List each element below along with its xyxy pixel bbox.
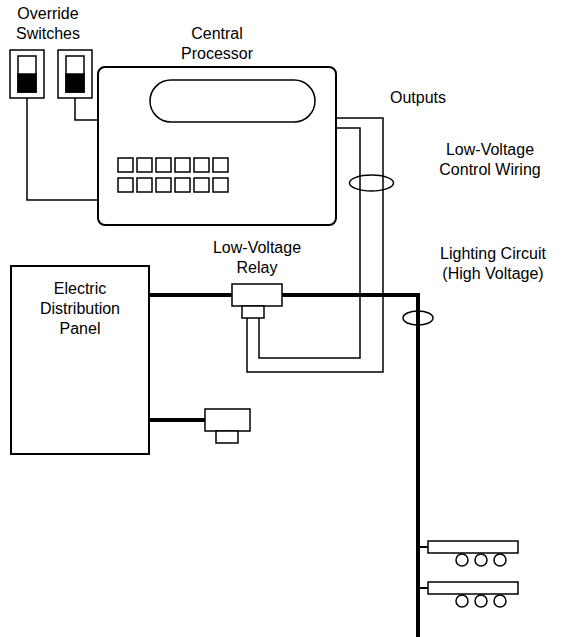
panel-label: Electric Distribution Panel: [30, 279, 130, 339]
callout-ellipse: [350, 175, 394, 191]
keypad-button: [118, 178, 133, 192]
processor-unit: Central Processor: [97, 24, 337, 226]
fixture-lamp: [494, 595, 506, 607]
fixture-lamp: [456, 595, 468, 607]
fixture-lamp: [494, 554, 506, 566]
processor-face: [118, 80, 315, 192]
callout-label: Lighting Circuit (High Voltage): [428, 244, 558, 284]
relay-body: [205, 409, 250, 431]
fixture-housing: [428, 541, 518, 553]
switch-toggle: [18, 56, 36, 92]
switch-lever: [66, 74, 84, 92]
signal-label: Outputs: [390, 88, 446, 108]
keypad-button: [194, 158, 209, 172]
keypad-button: [175, 158, 190, 172]
fixture-lamp: [475, 554, 487, 566]
keypad-button: [213, 158, 228, 172]
relay-body: [232, 284, 282, 306]
wire-path: [150, 293, 232, 297]
relay-coil: [242, 306, 264, 318]
keypad-button: [118, 158, 133, 172]
distribution-panel: Electric Distribution Panel: [10, 265, 150, 455]
fixture-tap: [418, 587, 428, 589]
relay-coil: [216, 431, 238, 443]
lighting-wiring: [150, 295, 428, 637]
lighting-circuit-line: [282, 295, 418, 637]
fixture-housing: [428, 582, 518, 594]
keypad-button: [137, 178, 152, 192]
fixture-lamp: [475, 595, 487, 607]
relays: [205, 284, 282, 443]
keypad-button: [137, 158, 152, 172]
callout-label: Low-Voltage Control Wiring: [425, 140, 555, 180]
light-fixtures: [428, 541, 518, 607]
fixture-lamp: [456, 554, 468, 566]
switch-wire: [27, 98, 97, 200]
processor-box: [97, 66, 337, 226]
component-label: Override Switches: [0, 4, 96, 44]
node-heading: Low-Voltage Relay: [207, 238, 307, 278]
switch-lever: [18, 74, 36, 92]
callout-ellipses: [350, 175, 434, 325]
keypad-button: [194, 178, 209, 192]
keypad-button: [156, 178, 171, 192]
fixture-tap: [418, 546, 428, 548]
callout-ellipse: [403, 311, 433, 325]
relay-unit: Low-Voltage Relay: [207, 238, 307, 322]
keypad-button: [156, 158, 171, 172]
override-switches: [10, 50, 97, 200]
keypad-button: [213, 178, 228, 192]
node-heading: Central Processor: [167, 24, 267, 64]
display-window: [150, 80, 315, 122]
keypad-button: [175, 178, 190, 192]
lighting-circuit: [150, 295, 232, 296]
lighting-circuit-line: [150, 418, 205, 422]
switch-toggle: [66, 56, 84, 92]
switch-plate: [58, 50, 92, 98]
switch-wire: [75, 98, 97, 120]
switch-plate: [10, 50, 44, 98]
